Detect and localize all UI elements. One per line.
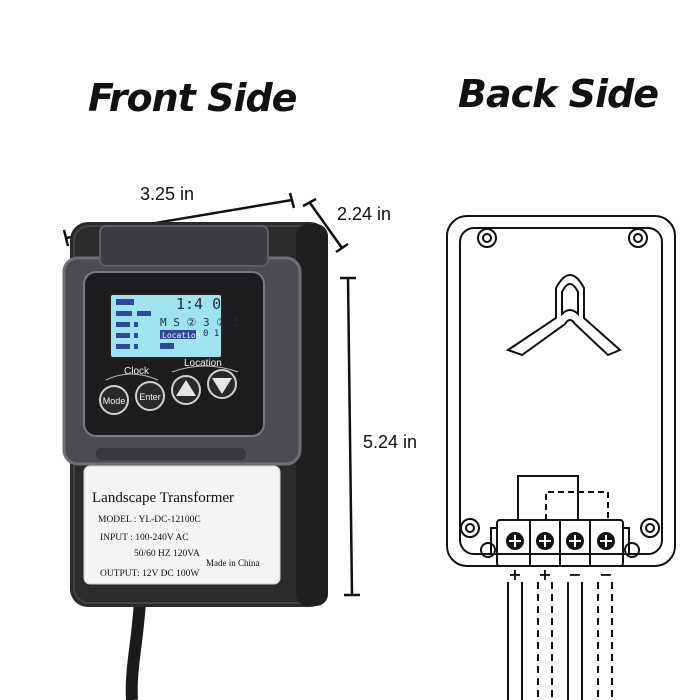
terminal-symbol-3: −: [568, 565, 581, 584]
transformer-front-device: 1:4 0 M S ② 3 ② 2 Location 0 1 Clock Loc…: [62, 222, 328, 700]
label-origin: Made in China: [206, 558, 260, 568]
depth-dimension-line: [302, 197, 349, 254]
transformer-back-device: [446, 215, 676, 567]
lcd-mode-text: Location: [162, 331, 201, 340]
depth-dimension-label: 2.24 in: [337, 204, 392, 224]
label-input-line2: 50/60 HZ 120VA: [134, 549, 200, 559]
up-arrow-button[interactable]: [171, 375, 201, 405]
triangle-down-icon: [212, 378, 232, 394]
label-input-line1: INPUT : 100-240V AC: [100, 533, 189, 543]
label-model: MODEL : YL-DC-12100C: [98, 515, 201, 525]
terminal-screws: [506, 532, 615, 550]
mode-button[interactable]: Mode: [99, 385, 129, 415]
back-side-heading: Back Side: [458, 72, 659, 116]
label-output: OUTPUT: 12V DC 100W: [100, 569, 199, 579]
clock-label: Clock: [124, 366, 150, 377]
front-side-heading: Front Side: [88, 76, 297, 120]
lcd-right-digits: 0 1: [203, 329, 219, 339]
triangle-up-icon: [176, 380, 196, 396]
height-dimension-line: [340, 276, 360, 597]
terminal-symbol-1: +: [508, 565, 521, 584]
down-arrow-button[interactable]: [207, 369, 237, 399]
lcd-time: 1:4 0: [176, 295, 221, 313]
svg-text:Mode: Mode: [103, 396, 126, 406]
terminal-symbol-4: −: [599, 565, 612, 584]
height-dimension-label: 5.24 in: [363, 432, 418, 452]
output-wires: [507, 582, 613, 700]
svg-text:Enter: Enter: [139, 392, 161, 402]
terminal-polarity-labels: + + − −: [508, 565, 612, 584]
location-label: Location: [184, 358, 222, 369]
enter-button[interactable]: Enter: [135, 381, 165, 411]
lcd-date: M S ② 3 ② 2: [160, 316, 239, 329]
width-dimension-label: 3.25 in: [140, 184, 195, 204]
product-label: [83, 465, 281, 585]
terminal-symbol-2: +: [538, 565, 551, 584]
lcd-screen: [109, 293, 223, 359]
label-title: Landscape Transformer: [92, 490, 234, 506]
